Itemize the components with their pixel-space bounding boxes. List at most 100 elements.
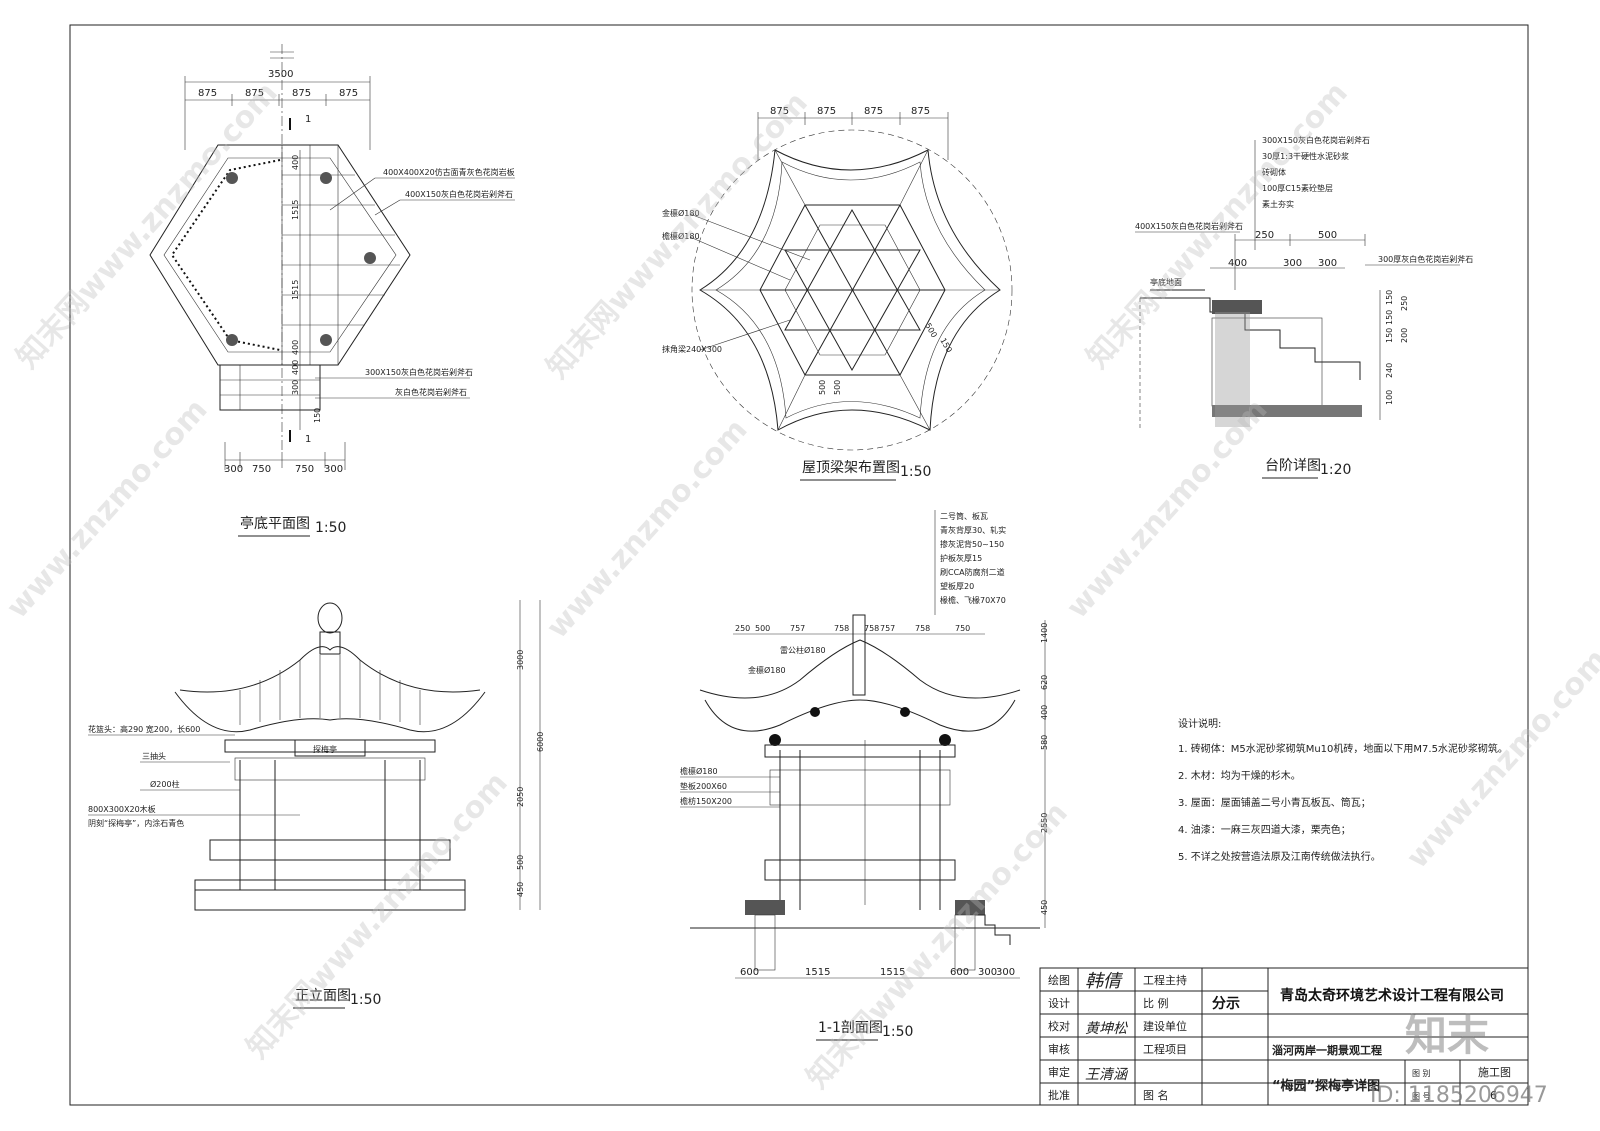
step-dim-top-1: 250 — [1255, 230, 1274, 241]
tb-mid-4: 工程项目 — [1143, 1043, 1187, 1056]
step-dim-right-1: 150 — [1385, 290, 1394, 305]
roof-dim-left-1: 500 — [818, 380, 827, 395]
plan-note-3: 300X150灰白色花岗岩剁斧石 — [365, 367, 473, 377]
section-dim-bottom-5: 300 — [978, 967, 997, 978]
section-dim-bottom-1: 600 — [740, 967, 759, 978]
step-dim-right-5: 200 — [1400, 328, 1409, 343]
section-view: 二号筒、板瓦 青灰背厚30、轧实 掺灰泥背50~150 护板灰厚15 刷CCA防… — [680, 510, 1049, 1041]
step-layer-3: 砖砌体 — [1262, 167, 1286, 177]
tb-signature-3: 黄坤松 — [1085, 1021, 1128, 1037]
step-layer-2: 30厚1:3干硬性水泥砂浆 — [1262, 151, 1349, 161]
plan-dim-total: 3500 — [268, 69, 293, 80]
design-note-2: 2. 木材：均为干燥的杉木。 — [1178, 769, 1301, 782]
plan-dim-top-1: 875 — [198, 88, 217, 99]
watermark: www.znzmo.com — [1060, 392, 1275, 625]
section-dim-top-4: 758 — [834, 624, 849, 633]
plan-dim-right-7: 150 — [313, 408, 322, 423]
section-layer-5: 刷CCA防腐剂二道 — [940, 567, 1005, 577]
step-dim-mid-1: 400 — [1228, 258, 1247, 269]
section-dim-top-3: 757 — [790, 624, 805, 633]
section-dim-top-7: 758 — [915, 624, 930, 633]
tb-role-6: 批准 — [1048, 1088, 1070, 1102]
roof-dim-right-1: 500 — [923, 322, 938, 340]
watermark: www.znzmo.com — [1400, 642, 1600, 875]
step-layer-4: 100厚C15素砼垫层 — [1262, 183, 1333, 193]
plan-dim-top-3: 875 — [292, 88, 311, 99]
step-dim-top-2: 500 — [1318, 230, 1337, 241]
elevation-note-1: 花篮头：高290 宽200，长600 — [88, 724, 200, 734]
plan-dim-right-1: 400 — [291, 155, 300, 170]
roof-dim-left-2: 500 — [833, 380, 842, 395]
roof-scale: 1:50 — [900, 464, 931, 480]
section-note-2: 金檩Ø180 — [748, 665, 786, 675]
step-dim-right-2: 150 — [1385, 310, 1394, 325]
elevation-title: 正立面图 — [295, 988, 351, 1004]
section-dim-top-1: 250 — [735, 624, 750, 633]
tb-scale-value: 分示 — [1212, 996, 1240, 1012]
step-dim-right-6: 240 — [1385, 363, 1394, 378]
section-layer-1: 二号筒、板瓦 — [940, 511, 988, 521]
watermark: www.znzmo.com — [0, 392, 215, 625]
step-dim-right-3: 150 — [1385, 328, 1394, 343]
plan-dim-right-5: 400 — [291, 360, 300, 375]
elevation-dim-5: 450 — [516, 882, 525, 897]
tb-role-2: 设计 — [1048, 997, 1070, 1010]
plan-section-mark-top: 1 — [305, 114, 311, 125]
section-scale: 1:50 — [882, 1024, 913, 1040]
design-note-5: 5. 不详之处按营造法原及江南传统做法执行。 — [1178, 850, 1381, 863]
section-layer-4: 护板灰厚15 — [940, 553, 982, 563]
roof-framing-view: 875 875 875 875 金檩Ø180 檐檩Ø180 抹角梁240X300… — [662, 106, 1013, 481]
step-detail-view: 300X150灰白色花岗岩剁斧石 30厚1:3干硬性水泥砂浆 砖砌体 100厚C… — [1135, 135, 1473, 479]
plan-title: 亭底平面图 — [240, 515, 310, 532]
step-dim-right-7: 100 — [1385, 390, 1394, 405]
section-dim-top-6: 757 — [880, 624, 895, 633]
tb-mid-3: 建设单位 — [1143, 1019, 1187, 1033]
elevation-note-3: Ø200柱 — [150, 779, 180, 789]
plan-dim-bottom-1: 300 — [224, 464, 243, 475]
elevation-note-5: 阴刻“探梅亭”，内涂石青色 — [88, 818, 184, 828]
design-note-4: 4. 油漆：一麻三灰四道大漆，栗壳色； — [1178, 823, 1351, 836]
elevation-note-4: 800X300X20木板 — [88, 804, 156, 814]
step-title: 台阶详图 — [1265, 458, 1321, 474]
section-dim-bottom-4: 600 — [950, 967, 969, 978]
tb-mid-2: 比 例 — [1143, 996, 1169, 1010]
plan-dim-top-4: 875 — [339, 88, 358, 99]
plan-dim-right-2: 1515 — [291, 200, 300, 220]
design-note-1: 1. 砖砌体：M5水泥砂浆砌筑Mu10机砖，地面以下用M7.5水泥砂浆砌筑。 — [1178, 742, 1508, 755]
section-layer-2: 青灰背厚30、轧实 — [940, 525, 1006, 535]
design-note-3: 3. 屋面：屋面铺盖二号小青瓦板瓦、筒瓦； — [1178, 796, 1371, 809]
tb-category-value: 施工图 — [1478, 1066, 1511, 1079]
tb-mid-5: 图 名 — [1143, 1088, 1169, 1102]
front-elevation-view: 探梅亭 3000 6000 2050 500 450 花篮头：高290 宽200… — [88, 600, 545, 1009]
roof-note-1: 金檩Ø180 — [662, 208, 700, 218]
roof-note-3: 抹角梁240X300 — [662, 344, 722, 354]
roof-title: 屋顶梁架布置图 — [802, 460, 900, 476]
plan-dim-bottom-3: 750 — [295, 464, 314, 475]
roof-note-2: 檐檩Ø180 — [662, 231, 700, 241]
step-note-1: 400X150灰白色花岗岩剁斧石 — [1135, 221, 1243, 231]
section-dim-bottom-2: 1515 — [805, 967, 830, 978]
tb-drawing-name: “梅园”探梅亭详图 — [1272, 1078, 1380, 1094]
tb-category-label: 图 别 — [1412, 1069, 1431, 1078]
plan-dim-top-2: 875 — [245, 88, 264, 99]
plan-note-2: 400X150灰白色花岗岩剁斧石 — [405, 189, 513, 199]
elevation-plaque — [294, 739, 366, 757]
design-notes-heading: 设计说明: — [1178, 717, 1221, 730]
watermark: 知末网www.znzmo.com — [10, 76, 285, 376]
tb-number-value: 6 — [1490, 1089, 1497, 1102]
tb-signature-5: 王清涵 — [1085, 1067, 1129, 1083]
section-dim-top-5: 758 — [864, 624, 879, 633]
plan-dim-bottom-4: 300 — [324, 464, 343, 475]
section-note-1: 雷公柱Ø180 — [780, 645, 826, 655]
tb-role-3: 校对 — [1048, 1019, 1070, 1033]
elevation-dim-1: 3000 — [516, 650, 525, 670]
roof-dim-top-4: 875 — [911, 106, 930, 117]
section-dim-right-4: 580 — [1040, 735, 1049, 750]
elevation-scale: 1:50 — [350, 992, 381, 1008]
plan-dim-right-6: 300 — [291, 380, 300, 395]
section-layer-list: 二号筒、板瓦 青灰背厚30、轧实 掺灰泥背50~150 护板灰厚15 刷CCA防… — [940, 511, 1006, 605]
section-layer-6: 望板厚20 — [940, 581, 974, 591]
step-layer-5: 素土夯实 — [1262, 199, 1294, 209]
section-note-4: 垫板200X60 — [680, 781, 727, 791]
